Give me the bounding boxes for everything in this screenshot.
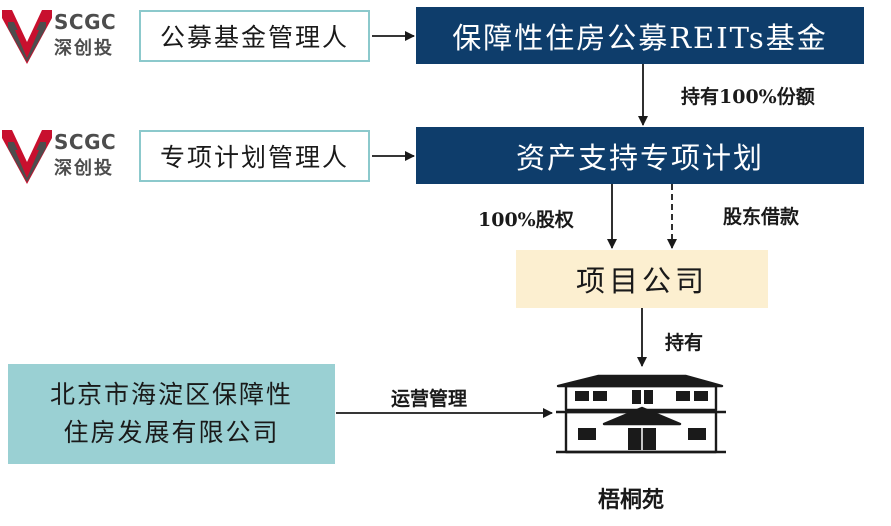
scgc-logo-icon [2,10,52,64]
project-company-box: 项目公司 [516,250,768,308]
operator-label-line1: 北京市海淀区保障性 [49,380,293,409]
logo-subname: 深创投 [54,158,114,179]
operator-box: 北京市海淀区保障性 住房发展有限公司 [8,364,335,464]
logo-subname: 深创投 [54,38,114,59]
reits-fund-label: 保障性住房公募REITs基金 [452,20,828,55]
scgc-logo-top: SCGC 深创投 [0,4,130,68]
hold-label: 持有 [665,332,704,354]
scgc-logo-icon [2,130,52,184]
scgc-logo-middle: SCGC 深创投 [0,124,130,188]
hold-share-label: 持有100%份额 [681,86,815,108]
fund-manager-label: 公募基金管理人 [159,23,349,52]
plan-manager-label: 专项计划管理人 [159,143,349,172]
fund-manager-box: 公募基金管理人 [139,10,370,62]
equity-label: 100%股权 [478,209,574,231]
property-name: 梧桐苑 [598,487,665,513]
operation-label: 运营管理 [391,388,468,410]
operator-label-line2: 住房发展有限公司 [63,418,280,447]
project-company-label: 项目公司 [575,264,708,298]
reits-fund-box: 保障性住房公募REITs基金 [416,7,864,64]
abs-plan-label: 资产支持专项计划 [515,140,764,175]
plan-manager-box: 专项计划管理人 [139,130,370,182]
logo-name: SCGC [54,130,117,154]
shareholder-loan-label: 股东借款 [723,206,800,228]
logo-name: SCGC [54,10,117,34]
building-icon [556,374,726,454]
abs-plan-box: 资产支持专项计划 [416,127,864,184]
